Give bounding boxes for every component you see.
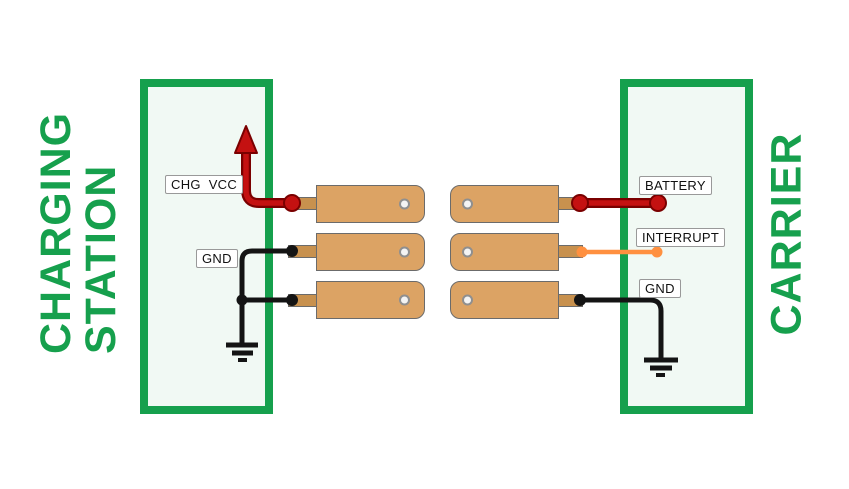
- station-gnd-wire: [226, 245, 298, 362]
- ground-symbol-icon: [644, 357, 678, 377]
- contact-hole-icon: [399, 246, 410, 258]
- contact-hole-icon: [462, 246, 473, 258]
- station-gnd-label: GND: [196, 249, 238, 268]
- charging-station-panel: [140, 79, 273, 414]
- power-out-arrow-icon: [234, 125, 258, 154]
- battery-label: BATTERY: [639, 176, 712, 195]
- contact-hole-icon: [462, 198, 473, 210]
- carrier-gnd-wire: [574, 294, 678, 377]
- ground-symbol-icon: [226, 342, 258, 362]
- station-contact-gnd2: [316, 281, 425, 319]
- contact-hole-icon: [399, 198, 410, 210]
- chg-vcc-label: CHG VCC: [165, 175, 244, 194]
- interrupt-label: INTERRUPT: [636, 228, 726, 247]
- battery-wire: [571, 194, 667, 212]
- carrier-contact-interrupt: [450, 233, 559, 271]
- chg-vcc-wire: [234, 125, 301, 212]
- carrier-gnd-label: GND: [639, 279, 681, 298]
- carrier-contact-gnd: [450, 281, 559, 319]
- station-contact-vcc: [316, 185, 425, 223]
- carrier-contact-battery: [450, 185, 559, 223]
- interrupt-wire: [576, 246, 663, 258]
- contact-hole-icon: [399, 294, 410, 306]
- station-contact-gnd1: [316, 233, 425, 271]
- contact-hole-icon: [462, 294, 473, 306]
